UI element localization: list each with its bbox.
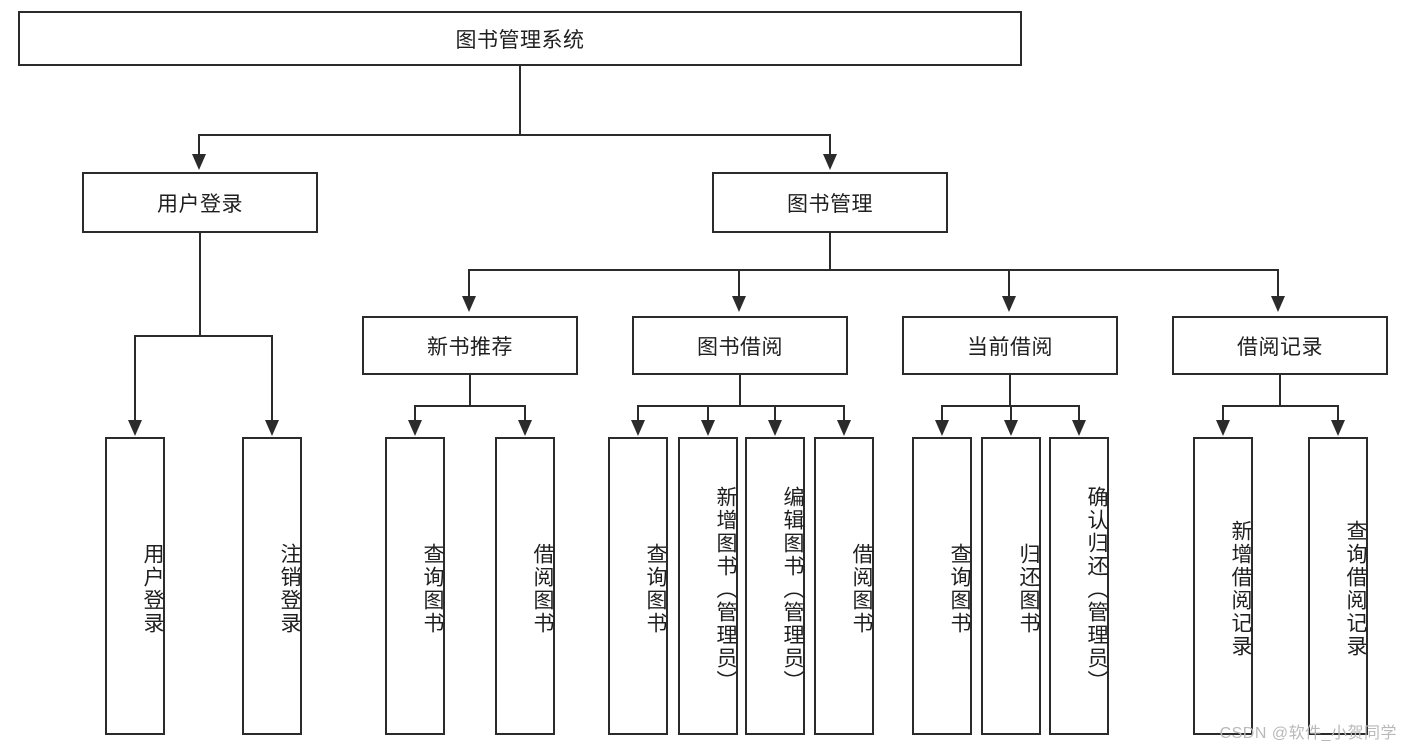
watermark-text: CSDN @软件_小贺同学 [1219, 725, 1397, 742]
node-label: 借阅记录 [1237, 335, 1323, 359]
node-label: 用户登录 [141, 543, 164, 635]
leaf-new-book-query[interactable]: 查询图书 [385, 437, 445, 735]
connector-book-manage-drop-3 [1008, 269, 1010, 297]
node-user-login[interactable]: 用户登录 [82, 172, 318, 233]
node-book-manage[interactable]: 图书管理 [712, 172, 948, 233]
node-label: 归还图书 [1017, 543, 1040, 635]
node-label: 确认归还（管理员） [1085, 485, 1108, 693]
connector-user-login-bar [134, 335, 273, 337]
connector-book-borrow-drop-1 [637, 405, 639, 422]
arrow-to-user-login [192, 154, 206, 170]
connector-book-manage-drop-1 [468, 269, 470, 297]
leaf-borrow-record-add[interactable]: 新增借阅记录 [1193, 437, 1253, 735]
node-label: 查询借阅记录 [1344, 520, 1367, 658]
connector-to-book-manage [829, 134, 831, 156]
connector-to-user-login [198, 134, 200, 156]
connector-book-borrow-drop-3 [774, 405, 776, 422]
node-label: 注销登录 [278, 543, 301, 635]
connector-book-borrow-bar [637, 405, 845, 407]
node-label: 图书管理 [787, 192, 873, 216]
node-label: 图书管理系统 [455, 28, 585, 52]
arrow-to-book-borrow [732, 296, 746, 312]
connector-borrow-record-stem [1279, 375, 1281, 406]
connector-book-manage-stem [829, 233, 831, 270]
node-label: 新增借阅记录 [1229, 520, 1252, 658]
node-label: 用户登录 [157, 192, 243, 216]
node-new-book-recommend[interactable]: 新书推荐 [362, 316, 578, 375]
connector-book-borrow-stem [739, 375, 741, 406]
connector-current-borrow-drop-2 [1010, 405, 1012, 422]
arrow-book-borrow-leaf-3 [768, 420, 782, 436]
connector-borrow-record-drop-1 [1222, 405, 1224, 422]
leaf-current-borrow-confirm[interactable]: 确认归还（管理员） [1049, 437, 1109, 735]
connector-user-login-drop-2 [271, 335, 273, 422]
connector-user-login-drop-1 [134, 335, 136, 422]
leaf-user-login-login[interactable]: 用户登录 [105, 437, 165, 735]
connector-book-borrow-drop-4 [843, 405, 845, 422]
arrow-current-borrow-leaf-2 [1004, 420, 1018, 436]
leaf-current-borrow-query[interactable]: 查询图书 [912, 437, 972, 735]
connector-book-manage-drop-4 [1277, 269, 1279, 297]
arrow-to-book-manage [823, 154, 837, 170]
arrow-borrow-record-leaf-1 [1216, 420, 1230, 436]
node-borrow-record[interactable]: 借阅记录 [1172, 316, 1388, 375]
arrow-user-login-leaf-1 [128, 420, 142, 436]
node-current-borrow[interactable]: 当前借阅 [902, 316, 1118, 375]
leaf-current-borrow-return[interactable]: 归还图书 [981, 437, 1041, 735]
leaf-book-borrow-edit[interactable]: 编辑图书（管理员） [745, 437, 805, 735]
connector-borrow-record-bar [1222, 405, 1338, 407]
leaf-book-borrow-borrow[interactable]: 借阅图书 [814, 437, 874, 735]
leaf-borrow-record-query[interactable]: 查询借阅记录 [1308, 437, 1368, 735]
connector-current-borrow-drop-3 [1078, 405, 1080, 422]
arrow-new-book-leaf-2 [518, 420, 532, 436]
node-label: 查询图书 [421, 543, 444, 635]
leaf-new-book-borrow[interactable]: 借阅图书 [495, 437, 555, 735]
connector-user-login-stem [199, 233, 201, 336]
arrow-book-borrow-leaf-2 [701, 420, 715, 436]
node-book-borrow[interactable]: 图书借阅 [632, 316, 848, 375]
node-label: 当前借阅 [967, 335, 1053, 359]
arrow-book-borrow-leaf-4 [837, 420, 851, 436]
node-label: 新增图书（管理员） [714, 485, 737, 693]
leaf-book-borrow-add[interactable]: 新增图书（管理员） [678, 437, 738, 735]
arrow-user-login-leaf-2 [265, 420, 279, 436]
arrow-to-new-book [462, 296, 476, 312]
arrow-current-borrow-leaf-1 [935, 420, 949, 436]
connector-current-borrow-drop-1 [941, 405, 943, 422]
arrow-to-borrow-record [1271, 296, 1285, 312]
connector-new-book-drop-2 [524, 405, 526, 422]
node-label: 新书推荐 [427, 335, 513, 359]
arrow-borrow-record-leaf-2 [1331, 420, 1345, 436]
leaf-book-borrow-query[interactable]: 查询图书 [608, 437, 668, 735]
arrow-current-borrow-leaf-3 [1072, 420, 1086, 436]
node-label: 图书借阅 [697, 335, 783, 359]
connector-root-stem [519, 66, 521, 135]
connector-book-manage-bar [468, 269, 1278, 271]
leaf-user-login-logout[interactable]: 注销登录 [242, 437, 302, 735]
connector-borrow-record-drop-2 [1337, 405, 1339, 422]
connector-root-bar [198, 134, 831, 136]
arrow-to-current-borrow [1002, 296, 1016, 312]
node-label: 查询图书 [948, 543, 971, 635]
connector-current-borrow-stem [1009, 375, 1011, 406]
node-label: 借阅图书 [850, 543, 873, 635]
connector-new-book-stem [469, 375, 471, 406]
node-root-system[interactable]: 图书管理系统 [18, 11, 1022, 66]
connector-new-book-drop-1 [414, 405, 416, 422]
arrow-book-borrow-leaf-1 [631, 420, 645, 436]
connector-new-book-bar [414, 405, 526, 407]
node-label: 借阅图书 [531, 543, 554, 635]
connector-book-borrow-drop-2 [707, 405, 709, 422]
arrow-new-book-leaf-1 [408, 420, 422, 436]
node-label: 查询图书 [644, 543, 667, 635]
node-label: 编辑图书（管理员） [781, 485, 804, 693]
connector-book-manage-drop-2 [738, 269, 740, 297]
